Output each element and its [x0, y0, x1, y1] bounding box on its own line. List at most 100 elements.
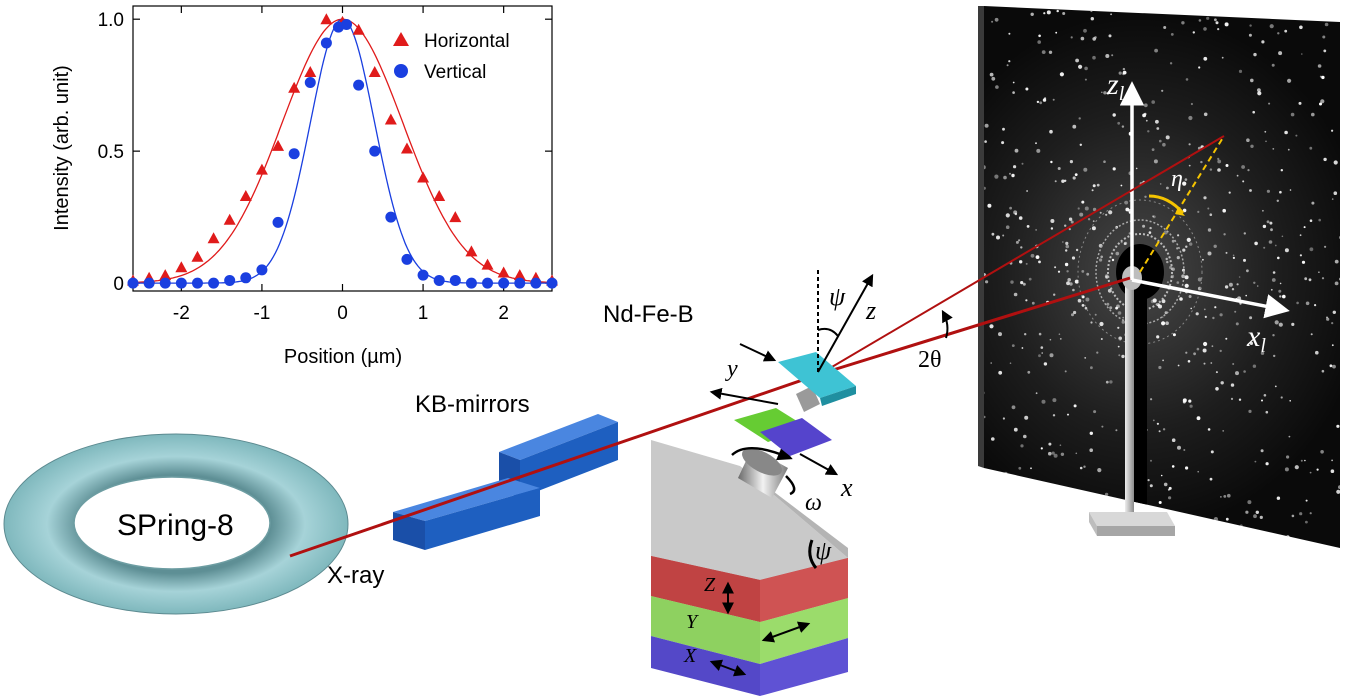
speckle: [963, 350, 966, 353]
speckle: [1182, 181, 1187, 186]
speckle: [1109, 306, 1113, 310]
speckle: [1339, 277, 1340, 281]
speckle: [1215, 21, 1219, 25]
speckle: [1008, 482, 1012, 486]
speckle: [1166, 186, 1169, 190]
speckle: [1005, 225, 1010, 229]
speckle: [1118, 71, 1122, 75]
speckle: [1090, 10, 1093, 13]
speckle: [1193, 352, 1196, 356]
speckle: [904, 454, 908, 458]
speckle: [1083, 167, 1088, 172]
speckle: [1183, 449, 1186, 451]
speckle: [1040, 447, 1043, 450]
speckle: [1181, 21, 1185, 25]
speckle: [926, 179, 930, 183]
speckle: [1179, 297, 1183, 301]
speckle: [1188, 164, 1191, 167]
speckle: [1002, 127, 1005, 131]
speckle: [1266, 220, 1270, 224]
speckle: [1122, 72, 1125, 76]
speckle: [1280, 396, 1283, 399]
data-point-horizontal: [497, 266, 510, 278]
speckle: [1094, 313, 1097, 316]
speckle: [1020, 246, 1023, 249]
speckle: [1064, 224, 1067, 227]
speckle: [1305, 301, 1310, 306]
speckle: [868, 287, 870, 289]
data-point-vertical: [240, 272, 252, 284]
speckle: [1122, 67, 1126, 71]
speckle: [1165, 257, 1168, 261]
data-point-horizontal: [175, 261, 188, 273]
speckle: [1073, 310, 1077, 315]
speckle: [1122, 316, 1125, 319]
speckle: [1079, 143, 1083, 146]
x-tick-label: -2: [173, 303, 190, 324]
speckle: [1263, 246, 1266, 249]
speckle: [1059, 338, 1062, 340]
stage-y-label: Y: [686, 611, 699, 633]
speckle: [1057, 270, 1061, 273]
speckle: [994, 17, 999, 22]
speckle: [1210, 450, 1214, 454]
speckle: [1077, 298, 1082, 303]
speckle: [1159, 139, 1162, 143]
speckle: [1202, 519, 1204, 521]
speckle: [872, 268, 875, 271]
speckle: [1264, 312, 1267, 315]
speckle: [1105, 380, 1109, 384]
speckle: [1026, 190, 1028, 192]
speckle: [1238, 69, 1243, 73]
speckle: [1324, 22, 1329, 27]
speckle: [1248, 33, 1252, 37]
speckle: [1079, 466, 1083, 470]
speckle: [935, 403, 937, 405]
speckle: [1019, 260, 1023, 264]
data-point-vertical: [143, 277, 155, 289]
speckle: [932, 382, 934, 384]
speckle: [1156, 422, 1159, 425]
speckle: [1293, 2, 1296, 5]
speckle: [965, 119, 968, 122]
speckle: [1197, 277, 1202, 282]
speckle: [1081, 200, 1085, 204]
speckle: [1271, 278, 1276, 282]
speckle: [1056, 9, 1059, 13]
data-point-horizontal: [449, 211, 462, 223]
speckle: [1023, 333, 1027, 336]
speckle: [905, 310, 909, 314]
speckle: [1249, 341, 1253, 345]
speckle: [998, 332, 1002, 337]
speckle: [1093, 579, 1097, 583]
speckle: [1207, 207, 1210, 210]
detector-stand: [1089, 266, 1175, 536]
speckle: [1257, 91, 1262, 96]
speckle: [886, 229, 890, 233]
speckle: [1065, 241, 1069, 245]
speckle: [1329, 364, 1333, 368]
speckle: [1020, 281, 1024, 285]
speckle: [1061, 179, 1065, 183]
speckle: [1334, 259, 1339, 264]
speckle: [1105, 54, 1110, 58]
data-point-horizontal: [255, 163, 268, 175]
speckle: [1223, 550, 1225, 552]
speckle: [1092, 207, 1097, 212]
speckle: [968, 120, 972, 124]
speckle: [1142, 113, 1146, 118]
speckle: [1203, 362, 1206, 365]
speckle: [1041, 50, 1046, 54]
xl-main: x: [1246, 320, 1261, 353]
speckle: [1030, 12, 1034, 16]
speckle: [970, 268, 973, 271]
speckle: [1321, 369, 1325, 373]
speckle: [1092, 184, 1096, 188]
speckle: [1021, 347, 1024, 349]
speckle: [1215, 387, 1219, 391]
speckle: [1198, 66, 1201, 69]
speckle: [1177, 364, 1180, 367]
speckle: [961, 417, 965, 421]
speckle: [1309, 247, 1314, 252]
